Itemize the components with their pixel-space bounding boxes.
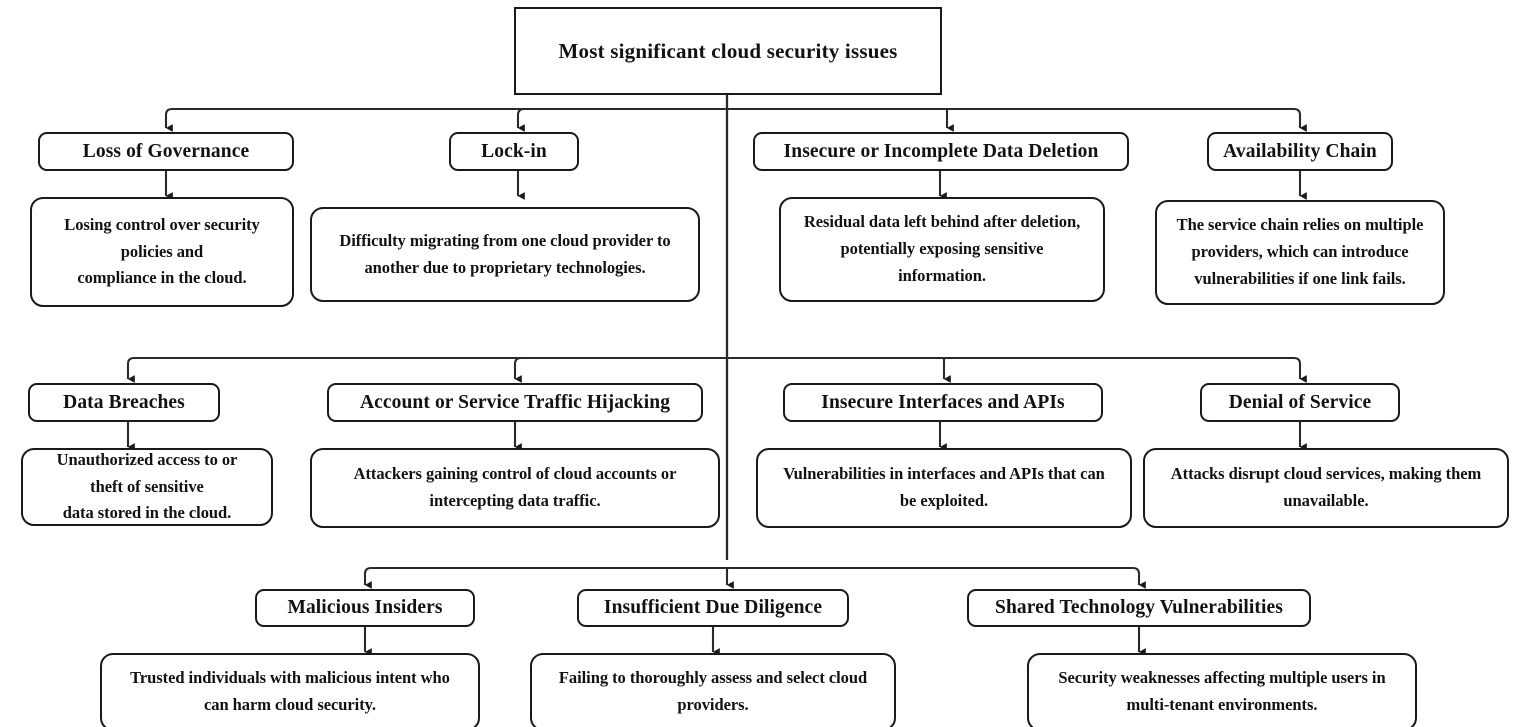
desc-text: Unauthorized access to or theft of sensi…	[56, 449, 238, 523]
desc-text: Vulnerabilities in interfaces and APIs t…	[783, 464, 1105, 510]
desc-text: The service chain relies on multiple pro…	[1176, 215, 1424, 288]
node-title-shared-technology-vulnerabilities[interactable]: Shared Technology Vulnerabilities	[967, 589, 1311, 627]
node-desc-lock-in[interactable]: Difficulty migrating from one cloud prov…	[310, 207, 700, 302]
title-label: Insecure or Incomplete Data Deletion	[783, 140, 1099, 162]
node-desc-data-breaches[interactable]: Unauthorized access to or theft of sensi…	[21, 448, 273, 526]
node-title-data-breaches[interactable]: Data Breaches	[28, 383, 220, 422]
desc-text: Residual data left behind after deletion…	[803, 212, 1081, 285]
node-title-loss-of-governance[interactable]: Loss of Governance	[38, 132, 294, 171]
desc-text: Failing to thoroughly assess and select …	[558, 668, 868, 714]
node-title-account-or-service-traffic-hijacking[interactable]: Account or Service Traffic Hijacking	[327, 383, 703, 422]
title-label: Lock-in	[481, 140, 547, 162]
desc-text: Security weaknesses affecting multiple u…	[1058, 668, 1386, 714]
node-desc-malicious-insiders[interactable]: Trusted individuals with malicious inten…	[100, 653, 480, 727]
node-desc-insecure-or-incomplete-data-deletion[interactable]: Residual data left behind after deletion…	[779, 197, 1105, 302]
title-label: Denial of Service	[1228, 391, 1372, 413]
desc-text: Difficulty migrating from one cloud prov…	[339, 230, 671, 277]
node-title-malicious-insiders[interactable]: Malicious Insiders	[255, 589, 475, 627]
node-desc-denial-of-service[interactable]: Attacks disrupt cloud services, making t…	[1143, 448, 1509, 528]
node-desc-account-or-service-traffic-hijacking[interactable]: Attackers gaining control of cloud accou…	[310, 448, 720, 528]
title-label: Shared Technology Vulnerabilities	[995, 597, 1283, 619]
node-desc-loss-of-governance[interactable]: Losing control over security policies an…	[30, 197, 294, 307]
title-label: Malicious Insiders	[287, 597, 443, 619]
desc-text: Trusted individuals with malicious inten…	[130, 668, 450, 714]
node-title-insufficient-due-diligence[interactable]: Insufficient Due Diligence	[577, 589, 849, 627]
node-title-insecure-or-incomplete-data-deletion[interactable]: Insecure or Incomplete Data Deletion	[753, 132, 1129, 171]
desc-text: Attackers gaining control of cloud accou…	[353, 464, 677, 510]
node-desc-shared-technology-vulnerabilities[interactable]: Security weaknesses affecting multiple u…	[1027, 653, 1417, 727]
title-label: Insecure Interfaces and APIs	[821, 391, 1065, 413]
title-label: Data Breaches	[63, 391, 185, 413]
node-title-availability-chain[interactable]: Availability Chain	[1207, 132, 1393, 171]
desc-text: Attacks disrupt cloud services, making t…	[1170, 464, 1482, 510]
title-label: Availability Chain	[1223, 140, 1377, 162]
node-title-lock-in[interactable]: Lock-in	[449, 132, 579, 171]
title-label: Loss of Governance	[82, 140, 250, 162]
node-desc-availability-chain[interactable]: The service chain relies on multiple pro…	[1155, 200, 1445, 305]
root-label: Most significant cloud security issues	[558, 38, 898, 63]
root-node[interactable]: Most significant cloud security issues	[514, 7, 942, 95]
title-label: Account or Service Traffic Hijacking	[359, 391, 671, 413]
node-title-insecure-interfaces-and-apis[interactable]: Insecure Interfaces and APIs	[783, 383, 1103, 422]
node-title-denial-of-service[interactable]: Denial of Service	[1200, 383, 1400, 422]
node-desc-insufficient-due-diligence[interactable]: Failing to thoroughly assess and select …	[530, 653, 896, 727]
title-label: Insufficient Due Diligence	[603, 597, 823, 619]
node-desc-insecure-interfaces-and-apis[interactable]: Vulnerabilities in interfaces and APIs t…	[756, 448, 1132, 528]
desc-text: Losing control over security policies an…	[64, 214, 260, 288]
